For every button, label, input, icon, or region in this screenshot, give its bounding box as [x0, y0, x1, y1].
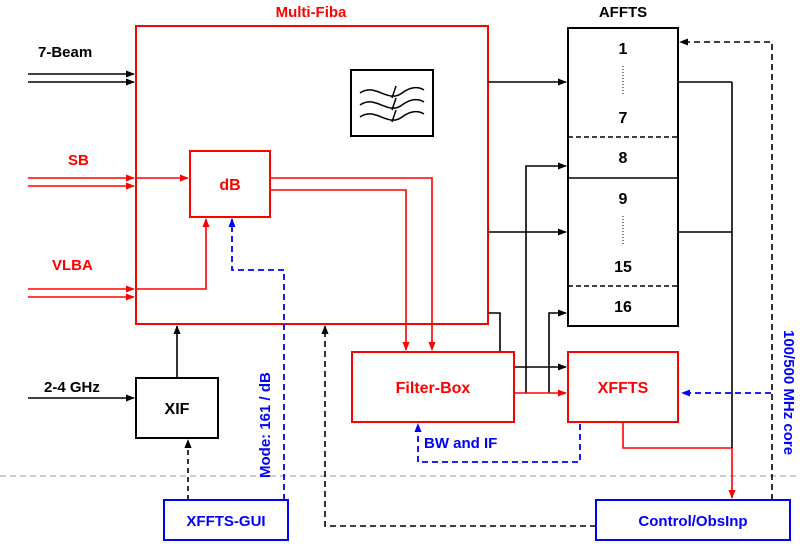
filter-box [351, 351, 515, 423]
input-2-4ghz-label: 2-4 GHz [44, 379, 100, 396]
input-vlba-label: VLBA [52, 257, 93, 274]
affts-channel-15: 15 [614, 259, 632, 276]
affts-channel-1: 1 [619, 41, 628, 58]
control-obsinp-box [595, 499, 791, 541]
xffts-gui-box [163, 499, 289, 541]
xffts-label: XFFTS [598, 380, 649, 397]
affts-channel-9: 9 [619, 191, 628, 208]
affts-box [567, 27, 679, 327]
input-7-beam-label: 7-Beam [38, 44, 92, 61]
multi-fiba-box [135, 25, 489, 325]
bw-if-label: BW and IF [424, 435, 497, 452]
affts-title: AFFTS [599, 4, 647, 21]
mode-label: Mode: 161 / dB [257, 372, 274, 478]
control-obsinp-label: Control/ObsInp [638, 513, 747, 530]
affts-channel-16: 16 [614, 299, 632, 316]
input-sb-label: SB [68, 152, 89, 169]
db-output-arrows [270, 177, 436, 351]
filter-icon [350, 69, 434, 137]
sb-arrows [28, 174, 189, 190]
xffts-gui-label: XFFTS-GUI [186, 513, 265, 530]
control-to-fiba-dashed [321, 325, 596, 527]
filter-box-label: Filter-Box [396, 380, 471, 397]
db-label: dB [219, 177, 240, 194]
gui-to-db-dashed [228, 218, 285, 500]
control-to-affts-dashed [679, 38, 773, 500]
xif-box [135, 377, 219, 439]
xffts-to-control-arrow [622, 422, 736, 499]
core-label: 100/500 MHz core [780, 330, 797, 455]
vlba-arrows [28, 218, 210, 301]
fiba-to-affts-arrows [488, 78, 567, 371]
filterbox-to-affts-arrows [525, 162, 567, 393]
affts-channel-8: 8 [619, 150, 628, 167]
db-box [189, 150, 271, 218]
affts-channel-7: 7 [619, 110, 628, 127]
beam7-arrows [28, 70, 135, 86]
multi-fiba-title: Multi-Fiba [276, 4, 347, 21]
xif-label: XIF [165, 401, 190, 418]
xffts-box [567, 351, 679, 423]
